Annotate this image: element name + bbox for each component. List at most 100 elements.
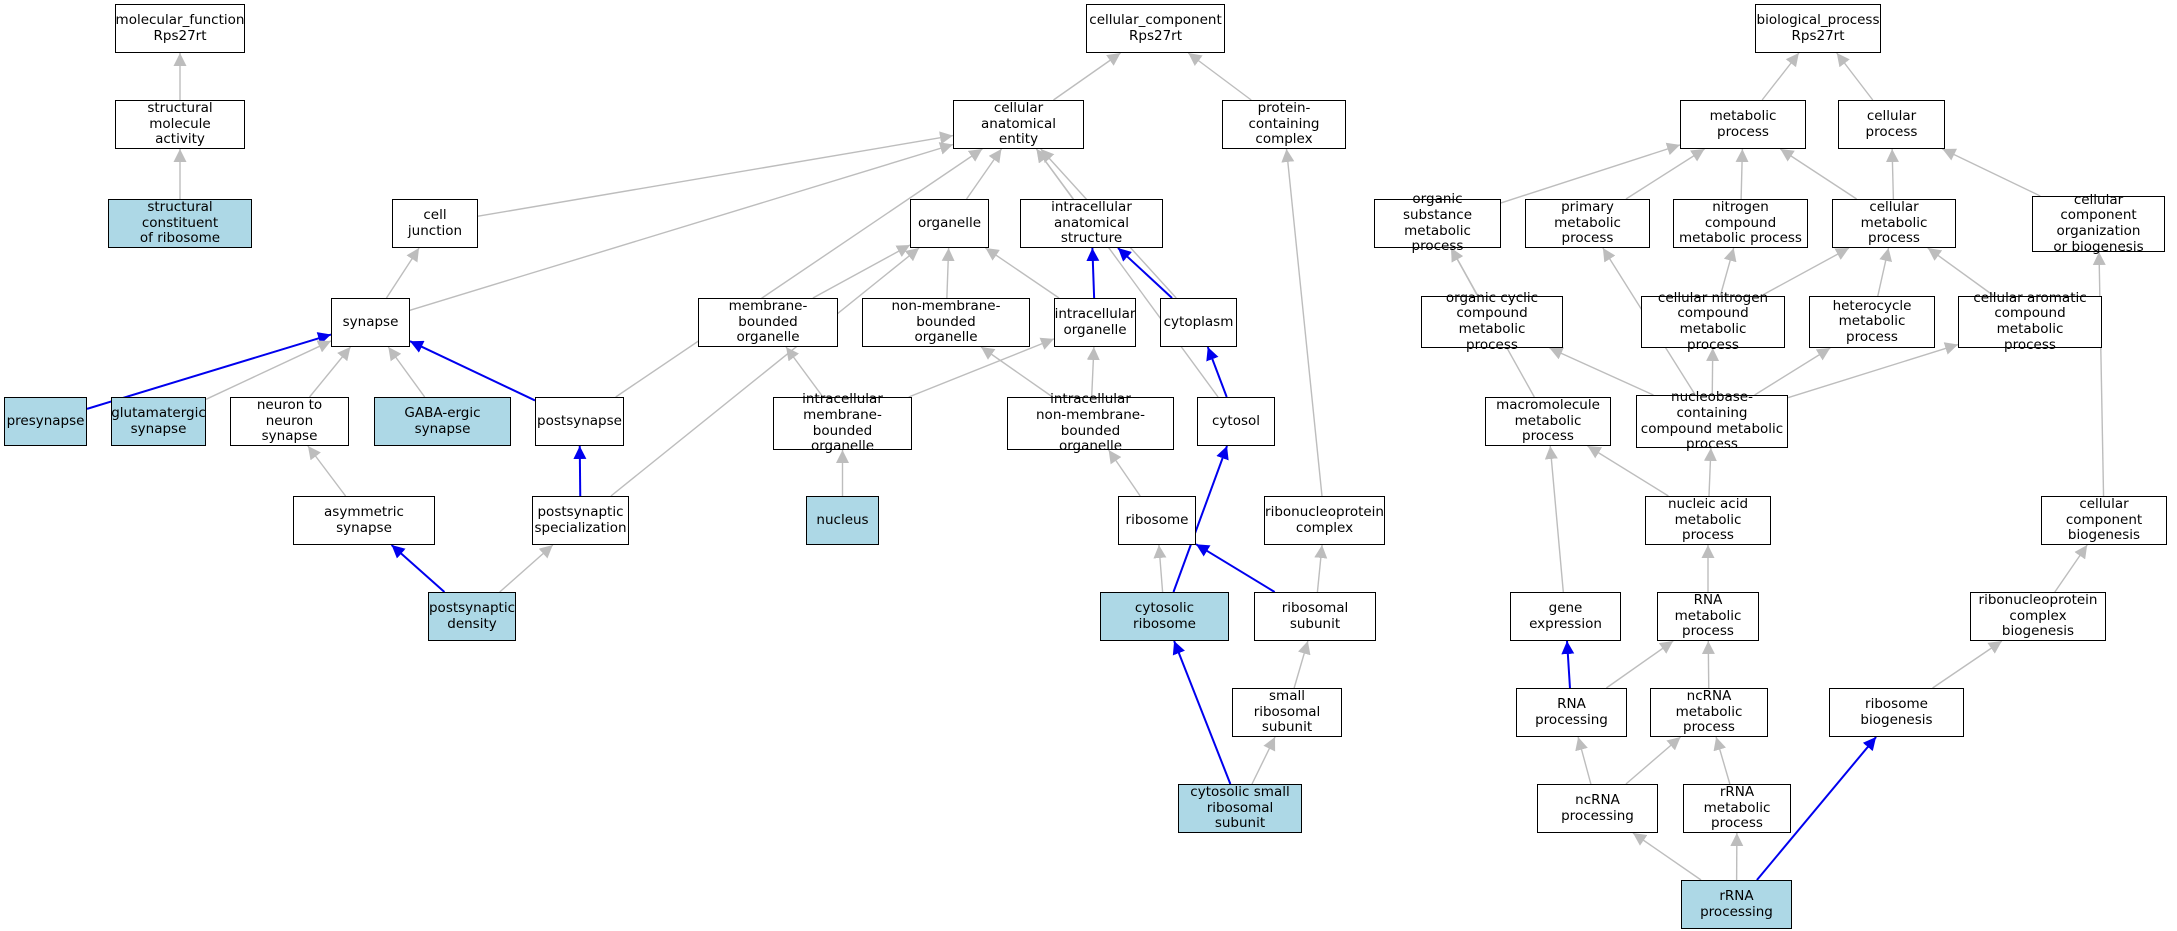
- node-cellular-nitrogen-met: cellular nitrogen compound metabolic pro…: [1641, 290, 1785, 352]
- node-cc-root: cellular_component Rps27rt: [1086, 4, 1225, 53]
- edge-rrna_met-to-ncrna_met: [1713, 736, 1731, 785]
- edge-rnp_complex-to-protein_cont_complex: [1281, 148, 1323, 497]
- node-asymmetric-synapse: asymmetric synapse: [293, 496, 435, 545]
- edge-rnp_complex_biogenesis-to-cc_biogenesis: [2054, 544, 2088, 593]
- edge-intracell_organelle-to-intracell_anat_struct: [1086, 247, 1100, 299]
- node-membrane-bounded-org: membrane-bounded organelle: [698, 298, 838, 347]
- edge-nucleobase_met-to-cellular_aromatic_met: [1787, 342, 1959, 399]
- node-rnp-complex: ribonucleoprotein complex: [1264, 496, 1385, 545]
- edge-nucleobase_met-to-organic_cyclic_met: [1549, 347, 1654, 396]
- node-cell-junction: cell junction: [392, 199, 478, 248]
- edge-cellular_met-to-metabolic_process: [1779, 148, 1858, 200]
- edge-postsynaptic_spec-to-organelle: [610, 247, 920, 497]
- node-small-ribo-subunit: small ribosomal subunit: [1232, 688, 1342, 737]
- edge-cell_junction-to-cell_anat_entity: [477, 131, 954, 217]
- node-cellular-aromatic-met: cellular aromatic compound metabolic pro…: [1958, 290, 2102, 352]
- edge-neuron_to_neuron-to-synapse: [309, 346, 351, 398]
- edge-postsynapse-to-cell_anat_entity: [615, 148, 983, 398]
- node-cellular-met: cellular metabolic process: [1832, 199, 1956, 248]
- edge-heterocycle_met-to-cellular_met: [1877, 247, 1893, 297]
- node-cytoplasm: cytoplasm: [1160, 298, 1237, 347]
- edge-rrna_processing-to-ribosome_biogenesis: [1756, 736, 1877, 881]
- node-cytosolic-ribosome: cytosolic ribosome: [1100, 592, 1229, 641]
- edge-intracell_nonmem_org-to-intracell_organelle: [1086, 346, 1100, 398]
- edge-intracell_organelle-to-organelle: [985, 247, 1060, 299]
- node-nucleic-acid-met: nucleic acid metabolic process: [1645, 496, 1771, 545]
- node-cc-biogenesis: cellular component biogenesis: [2041, 496, 2167, 545]
- edge-ncrna_processing-to-ncrna_met: [1625, 736, 1682, 785]
- node-ncrna-met: ncRNA metabolic process: [1650, 688, 1768, 737]
- node-ribosomal-subunit: ribosomal subunit: [1254, 592, 1376, 641]
- node-organelle: organelle: [910, 199, 989, 248]
- edge-nucleobase_met-to-heterocycle_met: [1754, 347, 1831, 396]
- node-ribosome: ribosome: [1118, 496, 1196, 545]
- node-postsynaptic-density: postsynaptic density: [428, 592, 516, 641]
- edge-cytosol-to-cytoplasm: [1206, 346, 1228, 398]
- node-gene-expression: gene expression: [1510, 592, 1621, 641]
- node-intracell-mem-org: intracellular membrane-bounded organelle: [773, 392, 912, 454]
- edge-membrane_bounded_org-to-organelle: [812, 244, 911, 299]
- edge-cytosolic_ribosome-to-ribosome: [1153, 544, 1167, 593]
- node-postsynapse: postsynapse: [535, 397, 624, 446]
- edge-cc_biogenesis-to-cc_org_biogenesis: [2092, 251, 2106, 497]
- edge-postsynaptic_spec-to-postsynapse: [573, 445, 587, 497]
- edge-postsynaptic_density-to-postsynaptic_spec: [499, 544, 554, 593]
- node-struct-mol-act: structural molecule activity: [115, 100, 245, 149]
- node-ribosome-biogenesis: ribosome biogenesis: [1829, 688, 1964, 737]
- edge-rrna_processing-to-ncrna_processing: [1632, 832, 1702, 881]
- edge-rna_processing-to-rna_met: [1605, 640, 1674, 689]
- node-organic-cyclic-met: organic cyclic compound metabolic proces…: [1421, 290, 1563, 352]
- edge-non_membrane_bounded_org-to-organelle: [941, 247, 955, 299]
- node-rnp-complex-biogenesis: ribonucleoprotein complex biogenesis: [1970, 592, 2106, 641]
- edge-cellular_nitrogen_met-to-cellular_met: [1760, 247, 1850, 297]
- node-cellular-process: cellular process: [1838, 100, 1945, 149]
- node-synapse: synapse: [331, 298, 410, 347]
- edge-cytoplasm-to-intracell_anat_struct: [1117, 247, 1173, 299]
- edge-ribosomal_subunit-to-rnp_complex: [1314, 544, 1328, 593]
- node-primary-met: primary metabolic process: [1525, 199, 1650, 248]
- edge-protein_cont_complex-to-cc_root: [1187, 52, 1252, 101]
- edge-postsynapse-to-synapse: [409, 340, 536, 402]
- node-cytosol: cytosol: [1197, 397, 1275, 446]
- edge-cc_org_biogenesis-to-cellular_process: [1942, 148, 2041, 197]
- node-rrna-met: rRNA metabolic process: [1683, 784, 1791, 833]
- edge-intracell_mem_org-to-membrane_bounded_org: [785, 346, 824, 398]
- edge-metabolic_process-to-bp_root: [1761, 52, 1800, 101]
- edge-ribosomal_subunit-to-ribosome: [1195, 543, 1276, 593]
- node-bp-root: biological_process Rps27rt: [1755, 4, 1881, 53]
- node-rrna-processing: rRNA processing: [1681, 880, 1792, 929]
- node-ncrna-processing: ncRNA processing: [1537, 784, 1658, 833]
- edge-gaba_synapse-to-synapse: [387, 346, 426, 398]
- edge-cytosolic_small_ribo-to-small_ribo_subunit: [1251, 736, 1276, 785]
- edge-postsynaptic_density-to-asymmetric_synapse: [390, 544, 446, 593]
- node-rna-met: RNA metabolic process: [1657, 592, 1759, 641]
- node-intracell-organelle: intracellular organelle: [1054, 298, 1136, 347]
- node-organic-subst-met: organic substance metabolic process: [1374, 192, 1501, 254]
- node-cytosolic-small-ribo: cytosolic small ribosomal subunit: [1178, 784, 1302, 833]
- edge-primary_met-to-metabolic_process: [1625, 148, 1705, 200]
- edge-synapse-to-cell_junction: [385, 247, 420, 299]
- edge-cell_anat_entity-to-cc_root: [1053, 52, 1121, 101]
- edge-ribosome_biogenesis-to-rnp_complex_biogenesis: [1932, 640, 2003, 689]
- edge-nitrogen_compound_met-to-metabolic_process: [1735, 148, 1749, 200]
- edge-gene_expression-to-macromolecule_met: [1544, 445, 1564, 593]
- edge-ncrna_processing-to-rna_processing: [1575, 736, 1592, 785]
- node-nitrogen-compound-met: nitrogen compound metabolic process: [1673, 199, 1808, 248]
- edge-ribosome-to-intracell_nonmem_org: [1108, 449, 1141, 497]
- node-presynapse: presynapse: [4, 397, 87, 446]
- node-cell-anat-entity: cellular anatomical entity: [953, 100, 1084, 149]
- edge-cytosolic_ribosome-to-cytosol: [1172, 445, 1229, 593]
- edge-intracell_mem_org-to-intracell_organelle: [908, 337, 1055, 398]
- node-neuron-to-neuron: neuron to neuron synapse: [230, 397, 349, 446]
- node-non-membrane-bounded-org: non-membrane-bounded organelle: [862, 298, 1030, 347]
- node-gaba-synapse: GABA-ergic synapse: [374, 397, 511, 446]
- node-macromolecule-met: macromolecule metabolic process: [1485, 397, 1611, 446]
- node-metabolic-process: metabolic process: [1680, 100, 1806, 149]
- edge-nucleic_acid_met-to-macromolecule_met: [1587, 445, 1669, 497]
- edge-intracell_nonmem_org-to-non_membrane_bounded_org: [980, 346, 1053, 398]
- edge-presynapse-to-synapse: [86, 332, 332, 410]
- edge-cellular_aromatic_met-to-cellular_met: [1927, 247, 1995, 297]
- node-intracell-anat-struct: intracellular anatomical structure: [1020, 199, 1163, 248]
